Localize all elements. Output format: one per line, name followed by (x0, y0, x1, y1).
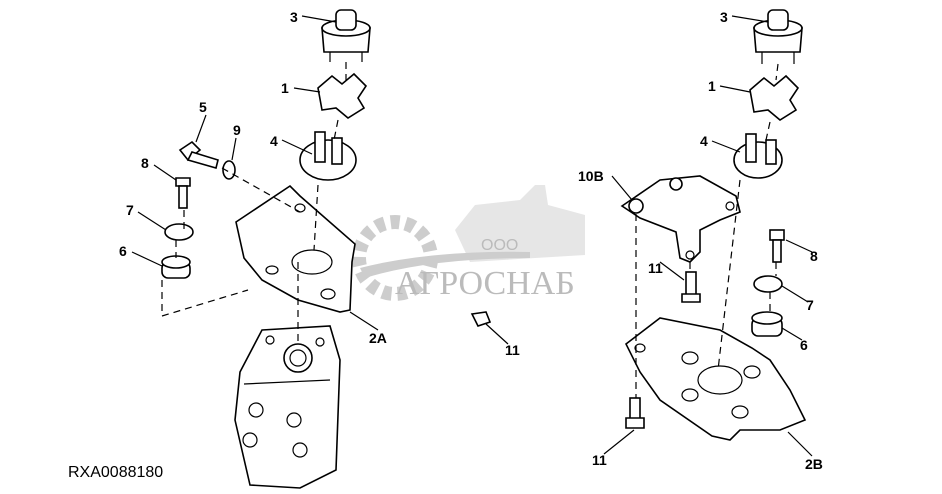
spider-coupling-part (749, 74, 800, 121)
callout-6: 6 (119, 243, 127, 259)
callout-4: 4 (700, 133, 708, 149)
callout-8: 8 (810, 248, 818, 264)
spider-coupling-part (317, 72, 368, 119)
bolt-part (681, 271, 701, 303)
callout-4: 4 (270, 133, 278, 149)
callout-11-center: 11 (505, 342, 520, 358)
hub-part (299, 131, 357, 181)
callout-9: 9 (233, 122, 241, 138)
callout-3: 3 (720, 9, 728, 25)
washer-part (222, 160, 236, 180)
steering-valve-part (234, 325, 341, 489)
bolt-part (625, 397, 645, 429)
bolt-part (470, 311, 492, 327)
plate-2b (624, 317, 807, 441)
watermark-prefix: ООО (481, 237, 518, 254)
bolt-part (769, 229, 785, 263)
callout-3: 3 (290, 9, 298, 25)
callout-10b: 10B (578, 168, 604, 184)
callout-1: 1 (708, 78, 716, 94)
hub-part (733, 133, 783, 179)
watermark-logo: ООО АГРОСНАБ (352, 185, 585, 302)
callout-11-bottom: 11 (592, 452, 607, 468)
callout-8: 8 (141, 155, 149, 171)
bracket-2a (235, 184, 356, 313)
right-assembly: 3 1 4 10B 11 8 7 6 11 2B (578, 9, 823, 472)
left-assembly: 3 1 5 9 4 8 7 6 2A 11 (119, 9, 520, 489)
callout-1: 1 (281, 80, 289, 96)
callout-6: 6 (800, 337, 808, 353)
bolt-part (175, 177, 191, 209)
grommet-part (161, 255, 191, 279)
watermark-name: АГРОСНАБ (395, 265, 575, 302)
coupler-part (321, 9, 371, 62)
callout-2b: 2B (805, 456, 823, 472)
callout-11: 11 (648, 260, 663, 276)
coupler-part (753, 9, 803, 64)
callout-7: 7 (806, 297, 814, 313)
grommet-part (751, 311, 783, 337)
callout-7: 7 (126, 202, 134, 218)
washer-part (753, 275, 783, 293)
callout-5: 5 (199, 99, 207, 115)
bolt-part (178, 140, 219, 169)
callout-2a: 2A (369, 330, 387, 346)
washer-part (164, 223, 194, 241)
bracket-10b (620, 175, 741, 263)
reference-code: RXA0088180 (68, 464, 163, 481)
